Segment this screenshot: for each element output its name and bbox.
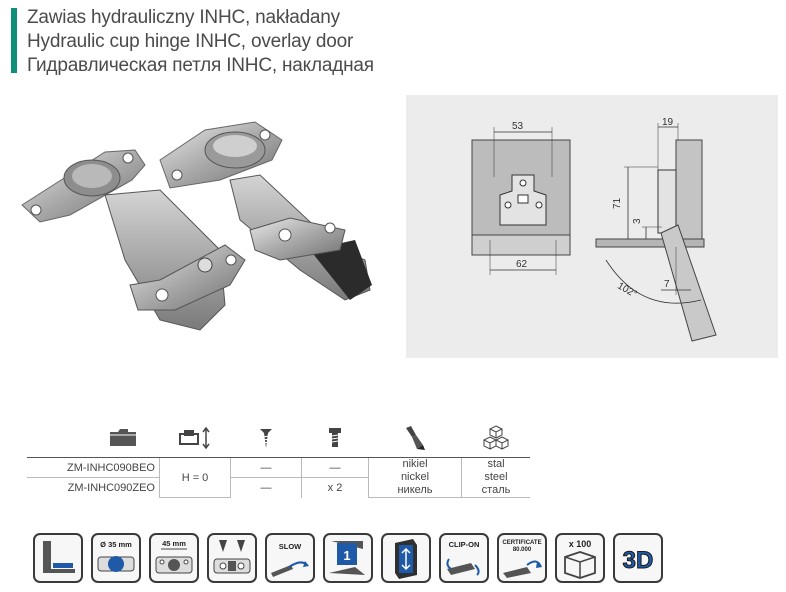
- technical-drawing: 53 62 19 71 3 7 102°: [406, 95, 778, 358]
- dim-53-label: 53: [512, 121, 524, 132]
- material-pl: stal: [487, 458, 505, 470]
- clip-on-icon: CLIP-ON: [439, 533, 489, 583]
- finish-pl: nikiel: [402, 458, 428, 470]
- feature-icons-row: Ø 35 mm 45 mm SLOW: [33, 533, 673, 583]
- finish-en: nickel: [400, 471, 430, 483]
- finish-brush-icon: [406, 425, 425, 450]
- wood-screw-icon: [260, 428, 272, 448]
- hinge-left-image: [21, 149, 246, 331]
- material-en: steel: [484, 471, 508, 483]
- cup-diameter-icon: Ø 35 mm: [91, 533, 141, 583]
- spec-row-1: ZM-INHC090BEO H = 0 — — nikiel nickel ни…: [27, 457, 530, 498]
- height-adjust-icon: [179, 426, 210, 449]
- dim-3-label: 3: [632, 218, 643, 224]
- one-hand-mounting-icon: 1: [323, 533, 373, 583]
- wood-screw-value: —: [230, 457, 302, 479]
- wood-screw-value: —: [230, 477, 302, 498]
- one-label: 1: [343, 548, 350, 563]
- cup-diameter-label: Ø 35 mm: [100, 540, 132, 549]
- hole-spacing-label: 45 mm: [162, 539, 186, 548]
- dim-71-label: 71: [612, 197, 623, 209]
- spec-table: ZM-INHC090BEO H = 0 — — nikiel nickel ни…: [27, 421, 530, 498]
- material-cubes-icon: [482, 424, 509, 450]
- three-d-label: 3D: [623, 547, 654, 574]
- height-value: H = 0: [159, 457, 231, 498]
- title-polish: Zawias hydrauliczny INHC, nakładany: [27, 7, 340, 28]
- euro-screw-value: x 2: [301, 477, 369, 498]
- hinge-right-image: [159, 121, 372, 301]
- finish-ru: никель: [397, 484, 433, 496]
- slow-label: SLOW: [278, 542, 302, 551]
- soft-close-slow-icon: SLOW: [265, 533, 315, 583]
- finish-values: nikiel nickel никель: [368, 457, 462, 498]
- pack-quantity-label: x 100: [568, 539, 592, 549]
- title-russian: Гидравлическая петля INHC, накладная: [27, 55, 374, 76]
- certificate-label: CERTIFICATE: [502, 540, 542, 546]
- spec-row-2: ZM-INHC090ZEO — x 2: [27, 477, 530, 498]
- hole-spacing-icon: 45 mm: [149, 533, 199, 583]
- euro-screw-icon: [329, 427, 341, 447]
- certificate-cycles-icon: CERTIFICATE 80.000: [497, 533, 547, 583]
- certificate-value: 80.000: [512, 547, 532, 553]
- material-values: stal steel сталь: [461, 457, 530, 498]
- hinge-product-photo: [10, 110, 390, 350]
- clip-on-label: CLIP-ON: [448, 540, 480, 549]
- euro-screw-value: —: [301, 457, 369, 479]
- mounting-screws-icon: [207, 533, 257, 583]
- dim-19-label: 19: [662, 117, 674, 128]
- angle-label: 102°: [615, 281, 638, 301]
- product-code: ZM-INHC090ZEO: [67, 481, 155, 494]
- dim-62-label: 62: [516, 259, 528, 270]
- accent-bar: [11, 8, 17, 73]
- 3d-model-icon: 3D: [613, 533, 663, 583]
- dim-7-label: 7: [664, 279, 670, 290]
- spec-header-row: [27, 421, 530, 458]
- folder-icon: [109, 428, 136, 446]
- 3d-adjustment-icon: [381, 533, 431, 583]
- material-ru: сталь: [481, 484, 511, 496]
- overlay-door-icon: [33, 533, 83, 583]
- pack-quantity-icon: x 100: [555, 533, 605, 583]
- title-english: Hydraulic cup hinge INHC, overlay door: [27, 31, 354, 52]
- product-code: ZM-INHC090BEO: [27, 457, 160, 479]
